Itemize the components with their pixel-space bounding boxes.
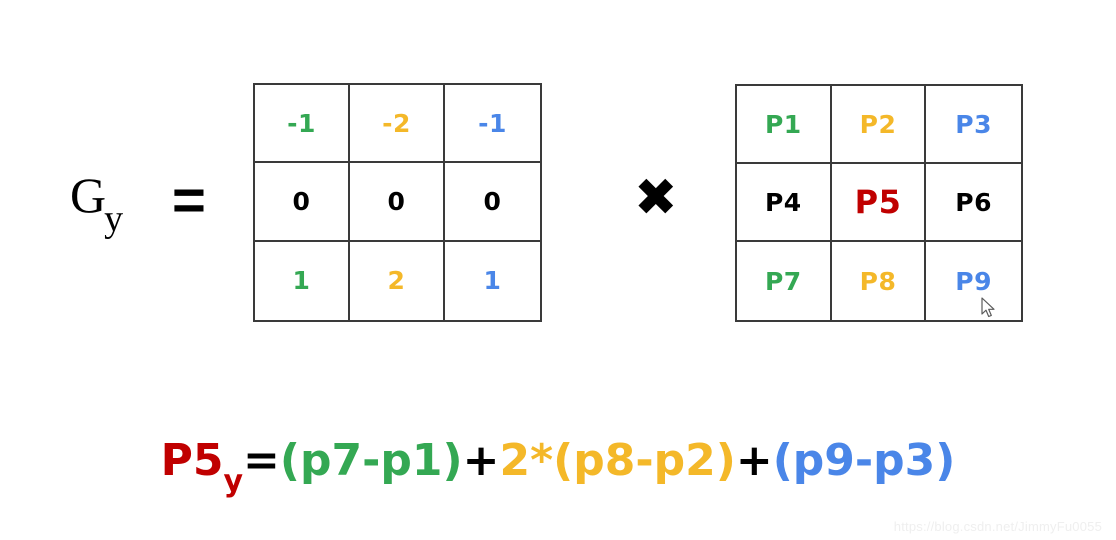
pixel-cell-2: P2: [831, 86, 927, 164]
operator-base-letter: G: [70, 167, 107, 223]
kernel-cell-6: 0: [445, 163, 540, 242]
kernel-cell-8: 2: [350, 241, 445, 320]
formula-segment-5: +: [462, 435, 500, 486]
pixel-cell-8: P8: [832, 242, 927, 320]
kernel-cell-1: -1: [255, 85, 350, 164]
result-formula: P5y=(p7-p1)+2*(p8-p2)+(p9-p3): [0, 435, 1116, 497]
kernel-cell-9: 1: [483, 266, 502, 296]
formula-segment-6: 2*(p8-p2): [499, 435, 736, 486]
formula-segment-1: P5: [160, 435, 224, 486]
multiply-icon: ✖: [634, 168, 678, 228]
kernel-cell-3: -1: [445, 85, 540, 164]
pixel-cell-5: P5: [831, 164, 927, 242]
formula-segment-8: (p9-p3): [772, 435, 956, 486]
pixel-cell-3: P3: [926, 86, 1021, 164]
kernel-cell-5: 0: [350, 163, 445, 242]
formula-segment-3: =: [243, 435, 280, 486]
pixel-cell-7: P7: [737, 242, 832, 320]
watermark-text: https://blog.csdn.net/JimmyFu0055: [893, 519, 1102, 534]
formula-segment-2: y: [223, 463, 244, 499]
pixel-cell-9: P9: [955, 266, 993, 296]
equals-sign: =: [172, 168, 206, 233]
gradient-operator-label: Gy: [70, 167, 125, 238]
kernel-cell-4: 0: [255, 163, 350, 242]
kernel-cell-2: -2: [350, 85, 445, 164]
kernel-cell-7: 1: [255, 241, 350, 320]
pixel-cell-4: P4: [737, 164, 832, 242]
pixel-cell-6: P6: [926, 164, 1021, 242]
operator-subscript-letter: y: [104, 198, 124, 240]
formula-segment-7: +: [735, 435, 773, 486]
formula-segment-4: (p7-p1): [279, 435, 463, 486]
pixel-cell-1: P1: [737, 86, 832, 164]
